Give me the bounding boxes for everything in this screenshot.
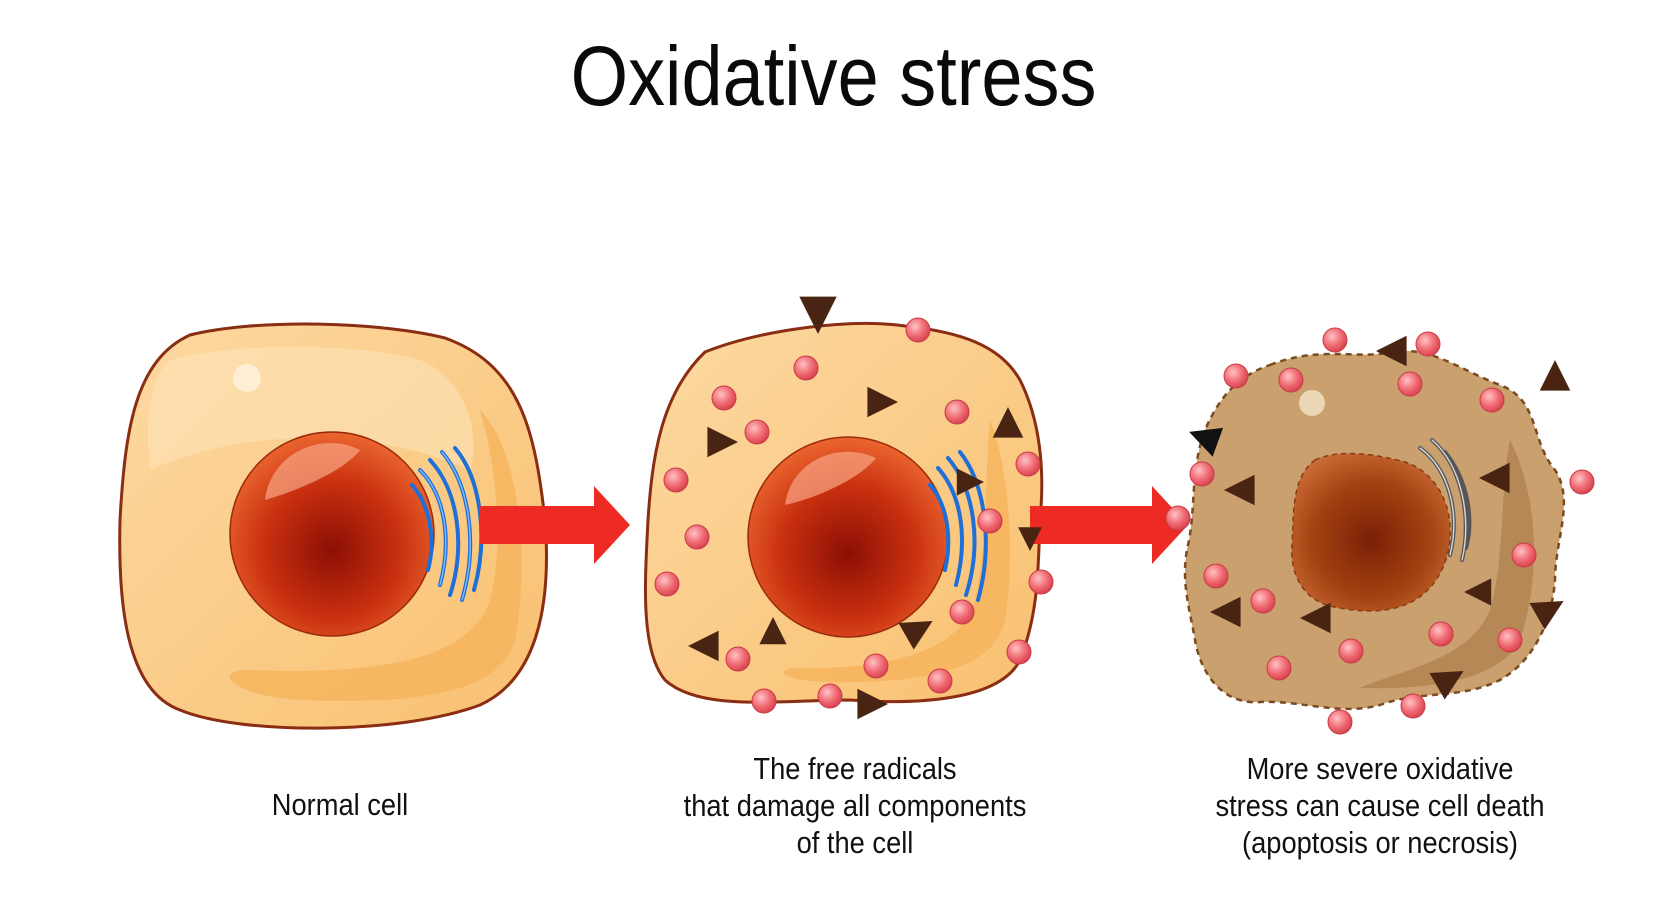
- free-radical: [684, 524, 710, 550]
- free-radical: [1511, 542, 1537, 568]
- free-radical: [1338, 638, 1364, 664]
- free-radical: [654, 571, 680, 597]
- damage-markers: [688, 296, 1571, 720]
- free-radical: [1479, 387, 1505, 413]
- damage-marker: [1224, 474, 1255, 506]
- cytoplasm-shade: [229, 410, 522, 701]
- caption-line: that damage all components: [683, 788, 1027, 823]
- damage-marker: [898, 621, 933, 650]
- free-radical: [1165, 505, 1191, 531]
- free-radical: [1203, 563, 1229, 589]
- dying-cell: [1183, 349, 1566, 711]
- free-radical: [817, 683, 843, 709]
- nucleus-shine: [785, 451, 876, 505]
- damage-marker: [1018, 527, 1042, 551]
- cytoplasm-shade: [1360, 440, 1534, 689]
- damage-marker: [707, 426, 738, 458]
- caption-line: The free radicals: [753, 751, 957, 786]
- damage-marker: [1300, 602, 1331, 634]
- free-radical: [927, 668, 953, 694]
- damage-marker: [1529, 601, 1564, 630]
- caption-line: Normal cell: [271, 787, 409, 822]
- free-radical: [1497, 627, 1523, 653]
- free-radical: [863, 653, 889, 679]
- free-radicals: [654, 317, 1595, 735]
- page-title: Oxidative stress: [570, 29, 1097, 123]
- free-radical: [711, 385, 737, 411]
- free-radical: [1569, 469, 1595, 495]
- progression-arrow-2: [1030, 486, 1188, 564]
- damage-marker: [799, 296, 837, 334]
- free-radical: [1015, 451, 1041, 477]
- free-radical: [905, 317, 931, 343]
- free-radical: [1250, 588, 1276, 614]
- caption-normal-cell: Normal cell: [190, 786, 489, 823]
- free-radical: [1428, 621, 1454, 647]
- damage-marker: [1464, 578, 1492, 606]
- damage-marker: [1189, 427, 1224, 457]
- cell-shine: [233, 364, 261, 392]
- free-radical: [1189, 461, 1215, 487]
- condensed-nucleus: [1291, 452, 1451, 612]
- free-radical: [1322, 327, 1348, 353]
- free-radical: [949, 599, 975, 625]
- free-radical: [1278, 367, 1304, 393]
- free-radical: [744, 419, 770, 445]
- free-radical: [1006, 639, 1032, 665]
- caption-line: More severe oxidative: [1246, 751, 1514, 786]
- free-radical: [944, 399, 970, 425]
- free-radical: [1327, 709, 1353, 735]
- normal-cell: [118, 322, 548, 730]
- cell-shine: [1299, 390, 1325, 416]
- free-radical: [725, 646, 751, 672]
- free-radical: [663, 467, 689, 493]
- free-radical: [1400, 693, 1426, 719]
- damage-marker: [1539, 360, 1571, 391]
- free-radical: [1028, 569, 1054, 595]
- damage-marker: [992, 407, 1024, 438]
- damage-marker: [1479, 462, 1510, 494]
- caption-line: stress can cause cell death: [1215, 788, 1545, 823]
- damaged-cell: [643, 322, 1044, 704]
- caption-line: of the cell: [796, 825, 914, 860]
- free-radical: [1397, 371, 1423, 397]
- free-radical: [751, 688, 777, 714]
- damage-marker: [956, 468, 984, 496]
- cytoplasm-highlight: [147, 346, 474, 470]
- damage-marker: [688, 630, 719, 662]
- damage-marker: [867, 386, 898, 418]
- free-radical: [977, 508, 1003, 534]
- nucleus-shine: [265, 443, 360, 500]
- free-radical: [1223, 363, 1249, 389]
- damage-marker: [857, 688, 888, 720]
- caption-line: (apoptosis or necrosis): [1242, 825, 1518, 860]
- caption-free-radicals: The free radicals that damage all compon…: [670, 750, 1040, 861]
- damage-marker: [1376, 335, 1407, 367]
- progression-arrow-1: [480, 486, 630, 564]
- damage-marker: [1429, 671, 1464, 700]
- caption-cell-death: More severe oxidative stress can cause c…: [1195, 750, 1565, 861]
- free-radical: [793, 355, 819, 381]
- free-radical: [1266, 655, 1292, 681]
- damage-marker: [759, 617, 787, 645]
- damage-marker: [1210, 596, 1241, 628]
- free-radical: [1415, 331, 1441, 357]
